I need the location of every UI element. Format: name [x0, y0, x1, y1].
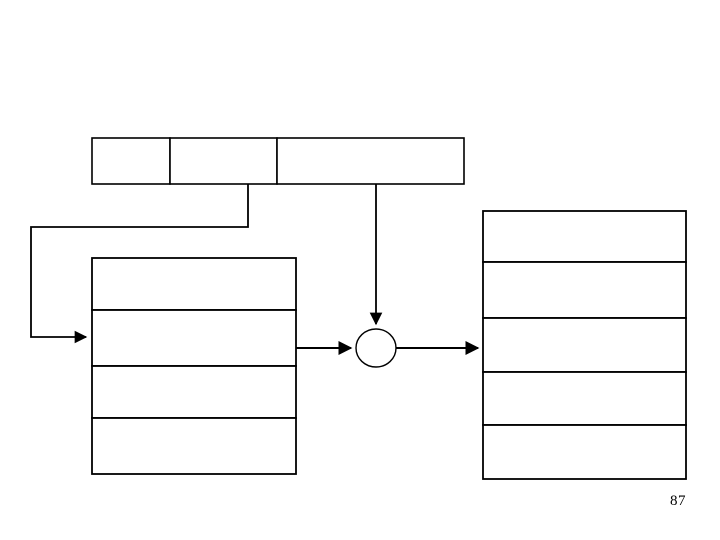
feedback-connector[interactable] — [30, 184, 249, 344]
right-table-cell-1[interactable] — [482, 261, 687, 319]
page-number: 87 — [670, 493, 686, 509]
right-table-cell-2[interactable] — [482, 317, 687, 373]
left-table-cell-0[interactable] — [91, 257, 297, 311]
left-table-cell-1[interactable] — [91, 309, 297, 367]
right-table-cell-3[interactable] — [482, 371, 687, 426]
left-table-cell-3[interactable] — [91, 417, 297, 475]
left-stacked-table[interactable] — [91, 257, 297, 475]
top-table-cell-1[interactable] — [169, 137, 278, 185]
right-table-cell-0[interactable] — [482, 210, 687, 263]
right-table-cell-4[interactable] — [482, 424, 687, 480]
left-table-cell-2[interactable] — [91, 365, 297, 419]
top-row-table[interactable] — [91, 137, 465, 185]
summing-junction-circle[interactable] — [355, 328, 397, 368]
top-table-cell-0[interactable] — [91, 137, 171, 185]
top-table-cell-2[interactable] — [276, 137, 465, 185]
right-stacked-table[interactable] — [482, 210, 687, 480]
